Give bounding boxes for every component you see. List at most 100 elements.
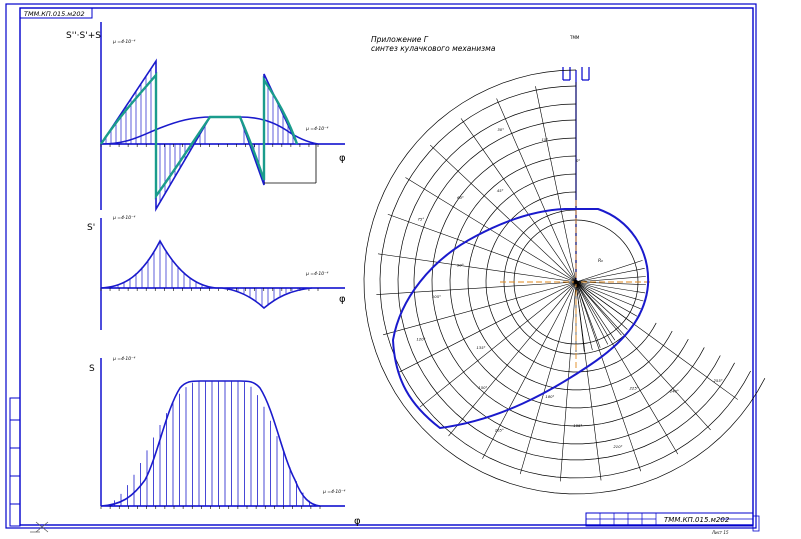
plot-1-teal-curve [99, 71, 299, 200]
cam-ray [575, 281, 646, 294]
cam-angle-labels: 0° 15° 30° 45° 60° 75° 90° 105° 120° 135° 150° 165°… [416, 127, 722, 449]
cam-angle-label: 30° [497, 127, 504, 132]
plot-1-x-symbol: φ [339, 153, 346, 164]
cam-angle-label: 195° [573, 423, 582, 428]
plot-1-scale-top: μ =4·10⁻⁴ [112, 39, 135, 45]
plot-2-hatching [105, 241, 311, 307]
plot-3-x-symbol: φ [354, 516, 361, 527]
cam-arc [379, 85, 751, 479]
cam-top-label: ТММ [569, 35, 580, 40]
cam-angle-label: 210° [613, 444, 622, 449]
cam-angle-label: 240° [670, 389, 679, 394]
cam-angle-label: 165° [495, 427, 504, 432]
cam-ray [575, 281, 609, 345]
cam-arc [397, 103, 735, 461]
cam-angle-label: 180° [545, 394, 554, 399]
cam-angle-label: 105° [432, 294, 441, 299]
plot-3: S μ =4·10⁻⁴ μ =4·10⁻⁴ φ [89, 356, 361, 527]
cam-ray [376, 281, 577, 295]
cam-ray [575, 281, 644, 302]
cam-ray [575, 281, 711, 431]
plot-1-scale-right: μ =4·10⁻⁴ [305, 126, 328, 132]
title-block: ТММ.КП.015.м202 Лист 15 [585, 512, 760, 535]
cam-ray [460, 118, 577, 283]
cam-ray [575, 276, 646, 283]
corner-stamp: ТММ.КП.015.м202 [19, 7, 93, 19]
plot-2: S' μ =4·10⁻⁴ μ =4·10⁻⁴ φ [87, 215, 346, 330]
cam-ray [560, 281, 577, 482]
cam-arc [431, 137, 705, 427]
cam-arc [413, 119, 721, 445]
binding-strip [9, 397, 21, 527]
plot-3-scale-top: μ =4·10⁻⁴ [112, 356, 135, 362]
cam-angle-label: 150° [478, 385, 487, 390]
cam-angle-label: 45° [497, 188, 504, 193]
cam-arc [467, 173, 673, 391]
cam-ray [575, 268, 645, 283]
plot-3-hatching [107, 381, 317, 506]
cam-ray [575, 281, 641, 310]
cam-angle-label: 75° [418, 217, 425, 222]
cam-arc [363, 69, 766, 495]
outer-frame [5, 3, 757, 529]
cam-ray [575, 281, 679, 455]
cam-angle-label: 15° [542, 137, 549, 142]
inner-frame [19, 7, 754, 526]
cam-ray [519, 281, 577, 475]
title-block-sheet: Лист 15 [711, 530, 729, 535]
cam-ray [575, 260, 643, 283]
plot-3-ticks [100, 506, 321, 509]
cam-angle-label: 135° [476, 345, 485, 350]
cam-concentric-arcs [363, 69, 766, 495]
cam-ray [535, 86, 577, 283]
cam-radius-label: R₀ [598, 258, 603, 264]
cam-ray [575, 281, 622, 336]
plot-3-scale-right: μ =4·10⁻⁴ [322, 489, 345, 495]
cam-ray [387, 213, 577, 283]
cam-radial-rays [376, 82, 738, 482]
plot-1-ticks [100, 144, 319, 147]
title-block-code: ТММ.КП.015.м202 [664, 516, 730, 524]
cam-profile-rays [575, 260, 646, 352]
cam-angle-label: 120° [416, 337, 425, 342]
cam-ray [430, 144, 577, 283]
cam-ray [419, 281, 577, 408]
cam-ray [397, 281, 577, 374]
cam-ray [575, 281, 616, 341]
plot-2-ticks [100, 288, 319, 291]
cam-ray [575, 281, 638, 317]
cam-angle-label: 255° [714, 378, 723, 383]
plot-2-scale-right: μ =4·10⁻⁴ [305, 271, 328, 277]
plot-3-y-label: S [89, 364, 95, 374]
cam-ray [448, 281, 577, 437]
cam-angle-label: 0° [576, 158, 580, 163]
cam-arc [485, 191, 657, 373]
cam-angle-label: 225° [630, 385, 639, 390]
appendix-subtitle: синтез кулачкового механизма [371, 44, 496, 53]
cam-ray [575, 281, 585, 352]
cam-ray [383, 281, 577, 336]
plot-3-displacement-curve [100, 380, 321, 507]
cam-center [574, 280, 578, 284]
corner-stamp-text: ТММ.КП.015.м202 [24, 10, 85, 18]
cam-ray [575, 281, 642, 472]
plot-1: S''·S'+S μ =4·10⁻⁴ μ =4·10⁻⁴ φ [66, 22, 346, 212]
cam-angle-label: 90° [457, 263, 464, 268]
cam-profile [391, 208, 650, 430]
plot-2-x-symbol: φ [339, 294, 346, 305]
cam-ray [482, 281, 577, 459]
plot-1-construction [264, 144, 317, 184]
plot-2-scale-top: μ =4·10⁻⁴ [112, 215, 135, 221]
appendix-title: Приложение Г [371, 35, 429, 44]
cam-ray [575, 281, 633, 324]
cam-ray [575, 281, 601, 348]
cam-arc [503, 209, 641, 355]
plot-2-y-label: S' [87, 223, 95, 233]
cam-ray [575, 281, 593, 351]
origin-marker [30, 521, 49, 533]
cam-ray [496, 98, 577, 283]
cam-angle-label: 60° [457, 195, 464, 200]
plot-1-y-label: S''·S'+S [66, 31, 101, 41]
plot-2-velocity-curve [100, 239, 313, 310]
